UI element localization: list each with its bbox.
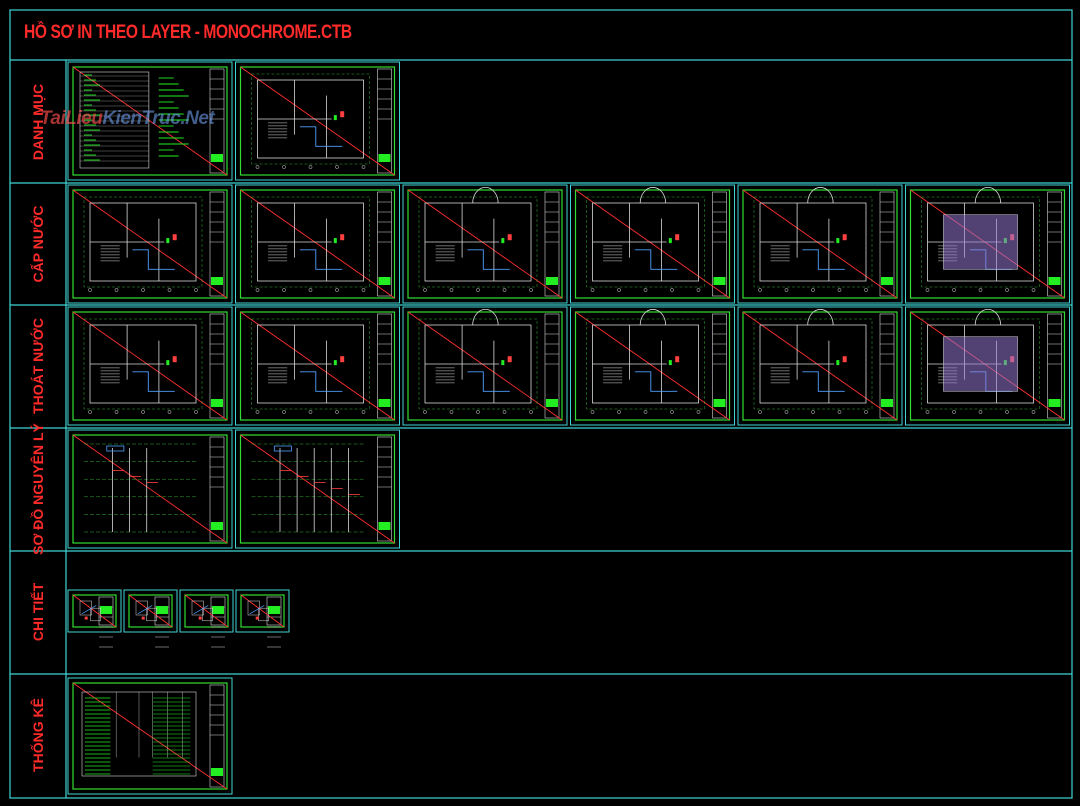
sheet-thumbnail[interactable]	[402, 306, 568, 426]
sheet-thumbnail[interactable]	[570, 306, 735, 426]
sheet-thumbnail[interactable]	[235, 589, 290, 648]
sheet-thumbnail[interactable]	[67, 677, 233, 795]
sheet-thumbnail[interactable]	[570, 184, 735, 304]
sheet-thumbnail[interactable]	[123, 589, 178, 648]
sheet-thumbnail[interactable]	[737, 184, 903, 304]
sheet-thumbnail[interactable]	[235, 61, 400, 181]
sheet-thumbnail[interactable]	[67, 429, 233, 549]
sheet-thumbnail[interactable]	[235, 429, 400, 549]
sheet-thumbnail[interactable]	[235, 184, 400, 304]
sheet-thumbnail[interactable]	[67, 306, 233, 426]
sheet-thumbnail[interactable]	[67, 61, 233, 181]
sheet-thumbnail[interactable]	[905, 306, 1070, 426]
watermark: TaiLieuKienTruc.Net	[40, 108, 215, 129]
page-title: HỒ SƠ IN THEO LAYER - MONOCHROME.CTB	[24, 22, 352, 43]
row-label-thong-ke: THỐNG KÊ	[30, 698, 46, 772]
row-label-chi-tiet: CHI TIẾT	[30, 582, 46, 642]
sheet-thumbnail[interactable]	[67, 589, 122, 648]
row-label-so-do-nguyen-ly: SƠ ĐỒ NGUYÊN LÝ	[30, 423, 46, 555]
sheet-thumbnail[interactable]	[179, 589, 234, 648]
sheet-thumbnail[interactable]	[737, 306, 903, 426]
sheet-thumbnail[interactable]	[67, 184, 233, 304]
sheet-thumbnail[interactable]	[402, 184, 568, 304]
sheet-thumbnail[interactable]	[905, 184, 1070, 304]
row-label-thoat-nuoc: THOÁT NƯỚC	[30, 318, 46, 414]
sheet-thumbnail[interactable]	[235, 306, 400, 426]
row-label-cap-nuoc: CẤP NƯỚC	[30, 205, 46, 283]
